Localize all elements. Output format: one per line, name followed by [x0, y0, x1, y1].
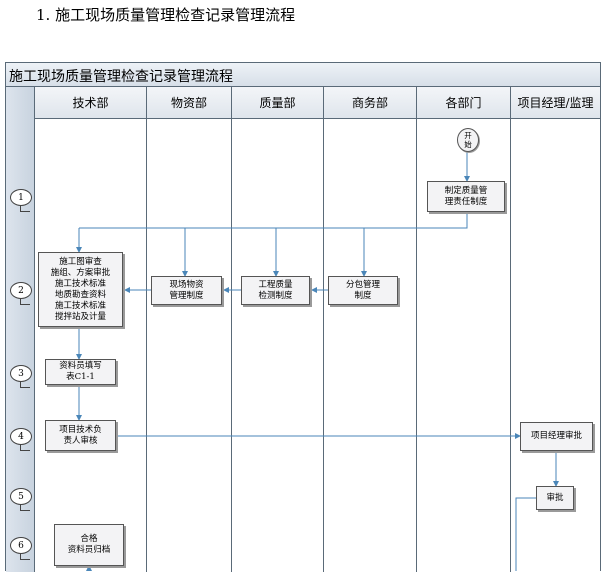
lane-quality	[232, 119, 324, 572]
distribution-line	[79, 212, 468, 229]
lane-tech	[35, 119, 147, 572]
node-quality-responsibility: 制定质量管 理责任制度	[427, 181, 505, 212]
node-approval: 审批	[536, 486, 574, 510]
lane-header-quality: 质量部	[232, 87, 324, 119]
start-node: 开 始	[457, 128, 479, 152]
node-archive: 合格 资料员归档	[54, 524, 124, 566]
lane-departments	[417, 119, 511, 572]
node-tech-review: 施工图审查 施组、方案审批 施工技术标准 地质勘查资料 施工技术标准 搅拌站及计…	[38, 252, 123, 327]
node-tech-lead-review: 项目技术负 责人审核	[45, 420, 116, 451]
flowchart-title: 施工现场质量管理检查记录管理流程	[9, 69, 233, 85]
node-pm-approval: 项目经理审批	[520, 422, 593, 451]
page-heading: 1. 施工现场质量管理检查记录管理流程	[36, 6, 296, 24]
flowchart-title-bar: 施工现场质量管理检查记录管理流程	[6, 63, 600, 87]
node-record-form: 资料员填写 表C1-1	[45, 359, 116, 385]
node-subcontract: 分包管理 制度	[328, 276, 398, 305]
step-marker-4: 4	[10, 428, 32, 451]
lane-commerce	[324, 119, 417, 572]
lane-header-materials: 物资部	[147, 87, 232, 119]
lane-header-pm-supervisor: 项目经理/监理	[511, 87, 600, 119]
node-material-system: 现场物资 管理制度	[151, 276, 222, 305]
node-quality-testing: 工程质量 检测制度	[241, 276, 310, 305]
line-approval-down	[515, 497, 536, 571]
step-marker-3: 3	[10, 365, 32, 388]
step-marker-6: 6	[10, 537, 32, 560]
lane-header-departments: 各部门	[417, 87, 511, 119]
lane-materials	[147, 119, 232, 572]
step-marker-1: 1	[10, 189, 32, 212]
step-marker-5: 5	[10, 488, 32, 511]
lane-header-tech: 技术部	[35, 87, 147, 119]
lane-header-commerce: 商务部	[324, 87, 417, 119]
step-marker-2: 2	[10, 282, 32, 305]
